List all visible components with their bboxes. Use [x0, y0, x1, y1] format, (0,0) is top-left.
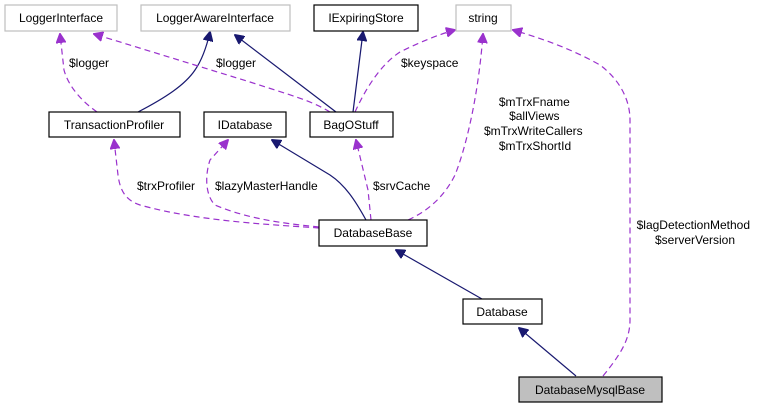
edge-label-keyspace: $keyspace	[401, 56, 459, 70]
node-label: IDatabase	[218, 118, 273, 132]
node-idatabase[interactable]: IDatabase	[203, 111, 287, 138]
node-loggerawareinterface[interactable]: LoggerAwareInterface	[140, 4, 291, 32]
node-loggerinterface[interactable]: LoggerInterface	[4, 4, 118, 32]
node-label: DatabaseMysqlBase	[535, 383, 645, 397]
edge-transactionprofiler-loggerinterface	[60, 34, 98, 113]
edge-label-line: $mTrxWriteCallers	[484, 124, 583, 138]
edge-databasebase-bagostuff	[356, 140, 372, 221]
edge-database-databasebase	[396, 250, 483, 300]
node-label: DatabaseBase	[334, 226, 413, 240]
edge-label-trx-profiler: $trxProfiler	[137, 179, 195, 193]
edge-databasebase-idatabase	[206, 140, 320, 228]
edge-label-tp-logger: $logger	[69, 56, 109, 70]
node-database[interactable]: Database	[462, 298, 543, 325]
edge-databasebase-idatabase	[272, 140, 367, 221]
edge-bagostuff-string	[354, 30, 455, 113]
edge-label-line: $mTrxFname	[499, 95, 570, 109]
edge-transactionprofiler-loggerawareinterface	[137, 32, 210, 113]
node-string[interactable]: string	[455, 4, 512, 32]
node-bagostuff[interactable]: BagOStuff	[309, 111, 394, 138]
edge-label-srv-cache: $srvCache	[373, 179, 431, 193]
node-label: string	[468, 11, 497, 25]
edge-label-line: $lagDetectionMethod	[637, 218, 750, 232]
node-label: LoggerAwareInterface	[156, 11, 274, 25]
edge-databasemysqlbase-string	[513, 30, 631, 377]
edge-label-line: $allViews	[509, 109, 559, 123]
edge-label-lazy-master: $lazyMasterHandle	[215, 179, 318, 193]
edge-databasebase-transactionprofiler	[114, 140, 320, 229]
edge-databasemysqlbase-database	[519, 328, 577, 377]
node-label: TransactionProfiler	[64, 118, 164, 132]
edge-label-line: $serverVersion	[655, 233, 735, 247]
edge-label-string-db: $mTrxFname $allViews $mTrxWriteCallers $…	[484, 95, 586, 153]
node-label: BagOStuff	[323, 118, 379, 132]
node-iexpiringstore[interactable]: IExpiringStore	[313, 4, 419, 32]
edge-label-line: $mTrxShortId	[499, 139, 571, 153]
node-label: IExpiringStore	[328, 11, 404, 25]
edge-databasebase-string	[407, 34, 483, 221]
node-transactionprofiler[interactable]: TransactionProfiler	[48, 111, 181, 138]
edge-bagostuff-iexpiringstore	[352, 32, 363, 113]
edge-bagostuff-loggerawareinterface	[235, 35, 337, 113]
edge-label-string-mysql: $lagDetectionMethod $serverVersion	[637, 218, 754, 247]
edge-label-bag-logger: $logger	[216, 56, 256, 70]
node-label: LoggerInterface	[19, 11, 103, 25]
edge-bagostuff-loggerinterface	[94, 34, 331, 113]
node-databasemysqlbase: DatabaseMysqlBase	[518, 376, 663, 403]
node-label: Database	[476, 305, 528, 319]
node-databasebase[interactable]: DatabaseBase	[318, 219, 428, 247]
